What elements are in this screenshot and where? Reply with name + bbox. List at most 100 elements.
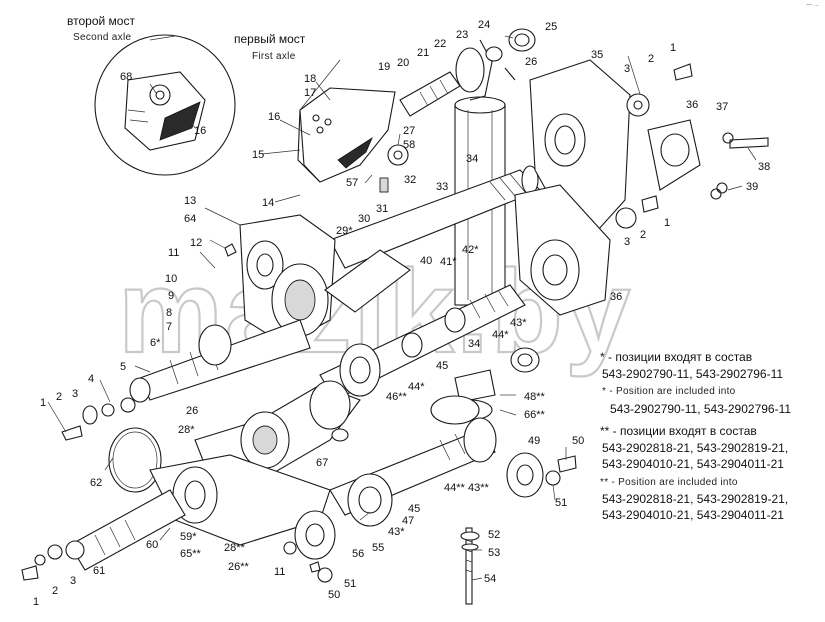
second-axle-inset: [94, 34, 236, 176]
callout: 5: [120, 361, 126, 373]
callout: 25: [545, 21, 557, 33]
callout: 16: [268, 111, 280, 123]
callout: 40: [420, 255, 432, 267]
callout: 43*: [510, 317, 527, 329]
callout: 64: [184, 213, 196, 225]
callouts: 68 16 18 17 16 15 27 58 57 14 13 64 12 1…: [33, 19, 770, 608]
callout: 3: [72, 388, 78, 400]
callout: 9: [168, 290, 174, 302]
note-double-star-en-parts-2: 543-2904010-21, 543-2904011-21: [602, 508, 784, 522]
callout: 3: [70, 575, 76, 587]
callout: 59*: [180, 531, 197, 543]
corner-mark: --- ...: [806, 2, 819, 8]
note-single-star-en-parts: 543-2902790-11, 543-2902796-11: [610, 402, 792, 416]
callout: 38: [758, 161, 770, 173]
callout: 1: [664, 217, 670, 229]
callout: 39: [746, 181, 758, 193]
callout: 35: [591, 49, 603, 61]
note-single-star-ru: * - позиции входят в состав: [600, 350, 753, 364]
note-single-star-en: * - Position are included into: [602, 386, 736, 397]
callout: 34: [466, 153, 478, 165]
callout: 2: [52, 585, 58, 597]
callout: 65**: [180, 548, 202, 560]
callout: 43*: [388, 526, 405, 538]
right-knuckle-housing: [514, 59, 631, 316]
callout: 2: [56, 391, 62, 403]
callout: 17: [304, 87, 316, 99]
callout: 30: [358, 213, 370, 225]
callout: 11: [274, 566, 285, 578]
callout: 1: [670, 42, 676, 54]
callout: 55: [372, 542, 384, 554]
leader-lines: [47, 35, 757, 581]
callout: 61: [93, 565, 105, 577]
callout: 12: [190, 237, 202, 249]
note-single-star-ru-parts: 543-2902790-11, 543-2902796-11: [602, 367, 784, 381]
callout: 24: [478, 19, 490, 31]
callout: 10: [165, 273, 177, 285]
callout: 62: [90, 477, 102, 489]
callout: 20: [397, 57, 409, 69]
callout: 2: [648, 53, 654, 65]
callout: 57: [346, 177, 358, 189]
callout: 28**: [224, 542, 246, 554]
callout: 34: [468, 338, 480, 350]
callout: 8: [166, 307, 172, 319]
lower-shaft-parts: [283, 395, 577, 605]
center-shafts: [319, 284, 540, 421]
callout: 7: [166, 321, 172, 333]
right-small-parts: [615, 63, 769, 229]
callout: 29*: [336, 225, 353, 237]
callout: 47: [402, 515, 414, 527]
note-double-star-en-parts-1: 543-2902818-21, 543-2902819-21,: [602, 492, 789, 506]
note-double-star-ru-parts-2: 543-2904010-21, 543-2904011-21: [602, 457, 784, 471]
callout: 15: [252, 149, 264, 161]
left-knuckle-assembly: [61, 214, 411, 441]
callout: 3: [624, 236, 630, 248]
callout: 36: [610, 291, 622, 303]
callout: 42*: [462, 244, 479, 256]
callout: 33: [436, 181, 448, 193]
callout: 50: [572, 435, 584, 447]
callout: 53: [488, 547, 500, 559]
lower-housing: [21, 380, 361, 581]
note-double-star-ru-parts-1: 543-2902818-21, 543-2902819-21,: [602, 441, 789, 455]
callout: 44**: [444, 482, 466, 494]
callout: 36: [686, 99, 698, 111]
callout: 18: [304, 73, 316, 85]
callout: 2: [640, 229, 646, 241]
callout: 67: [316, 457, 328, 469]
callout: 14: [262, 197, 274, 209]
callout: 48**: [524, 391, 546, 403]
callout: 28*: [178, 424, 195, 436]
callout: 66**: [524, 409, 546, 421]
callout: 45: [436, 360, 448, 372]
second-axle-title-ru: второй мост: [67, 14, 135, 28]
callout: 49: [528, 435, 540, 447]
callout: 60: [146, 539, 158, 551]
second-axle-title-en: Second axle: [73, 32, 132, 43]
callout: 23: [456, 29, 468, 41]
callout: 26: [186, 405, 198, 417]
callout: 1: [40, 397, 46, 409]
callout: 21: [417, 47, 429, 59]
callout: 37: [716, 101, 728, 113]
callout: 44*: [492, 329, 509, 341]
top-small-parts: [379, 28, 536, 193]
callout: 44*: [408, 381, 425, 393]
callout: 46**: [386, 391, 408, 403]
callout: 26: [525, 56, 537, 68]
callout: 3: [624, 63, 630, 75]
callout: 41*: [440, 256, 457, 268]
first-axle-title-ru: первый мост: [234, 32, 306, 46]
callout: 22: [434, 38, 446, 50]
callout: 45: [408, 503, 420, 515]
callout: 58: [403, 139, 415, 151]
first-axle-bracket: [297, 59, 396, 183]
callout: 6*: [150, 337, 161, 349]
cylinder-34: [454, 39, 506, 306]
callout: 32: [404, 174, 416, 186]
callout: 16: [194, 125, 206, 137]
ring-62: [108, 427, 162, 493]
